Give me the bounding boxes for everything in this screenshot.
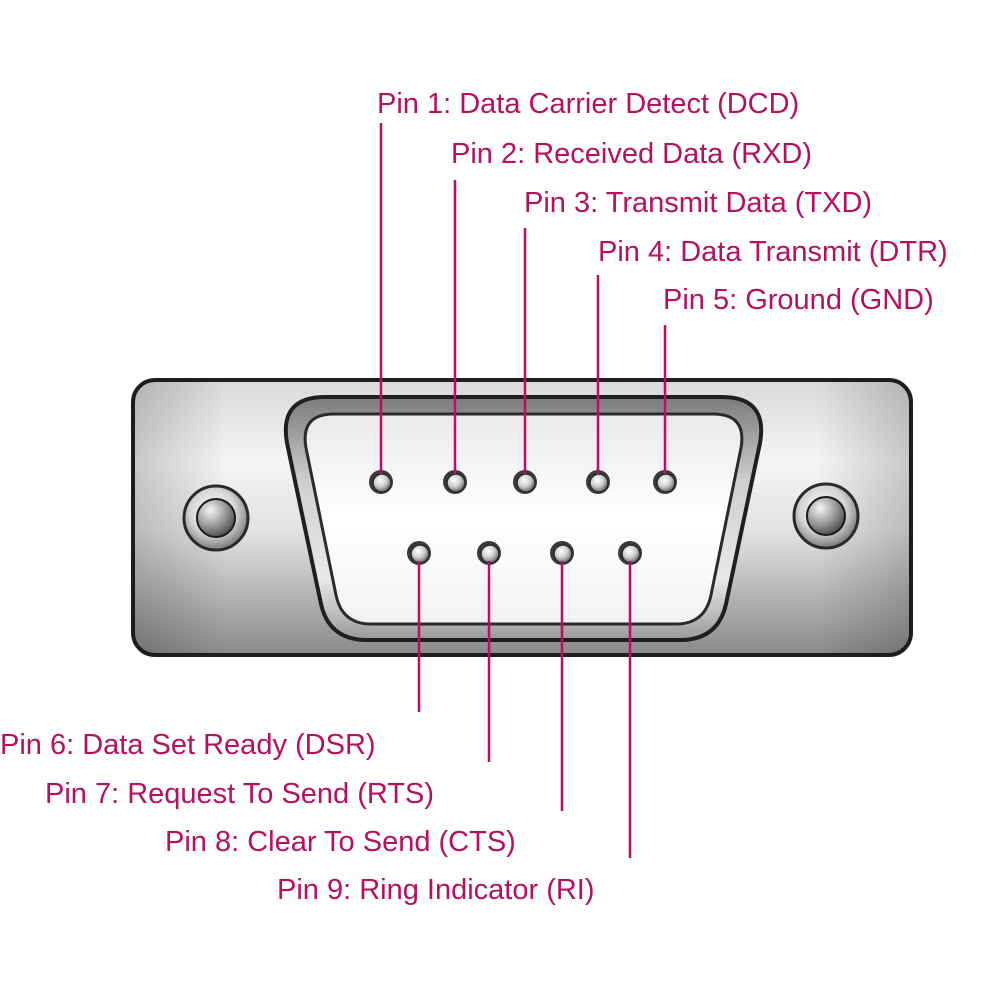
pin-icon-9 [618,541,642,565]
pin-labels: Pin 1: Data Carrier Detect (DCD) Pin 2: R… [0,88,948,906]
pin-icon-1 [369,470,393,494]
d-sub-face [283,395,764,642]
pin-2-label: Pin 2: Received Data (RXD) [451,138,812,170]
pin-icon-8 [550,541,574,565]
leader-lines [379,123,667,858]
screw-icon-right [792,482,860,550]
pin-icon-2 [443,470,467,494]
pin-3-label: Pin 3: Transmit Data (TXD) [524,187,872,219]
screw-icon-left [182,484,250,552]
pin-icon-7 [477,541,501,565]
pin-8-label: Pin 8: Clear To Send (CTS) [165,826,516,858]
pin-icon-3 [513,470,537,494]
pin-4-label: Pin 4: Data Transmit (DTR) [598,236,948,268]
pin-1-label: Pin 1: Data Carrier Detect (DCD) [377,88,799,120]
pin-6-label: Pin 6: Data Set Ready (DSR) [0,729,376,761]
pin-5-label: Pin 5: Ground (GND) [663,284,934,316]
pin-9-label: Pin 9: Ring Indicator (RI) [277,874,595,906]
pin-icon-6 [407,541,431,565]
pin-7-label: Pin 7: Request To Send (RTS) [45,778,434,810]
pins [369,470,677,565]
